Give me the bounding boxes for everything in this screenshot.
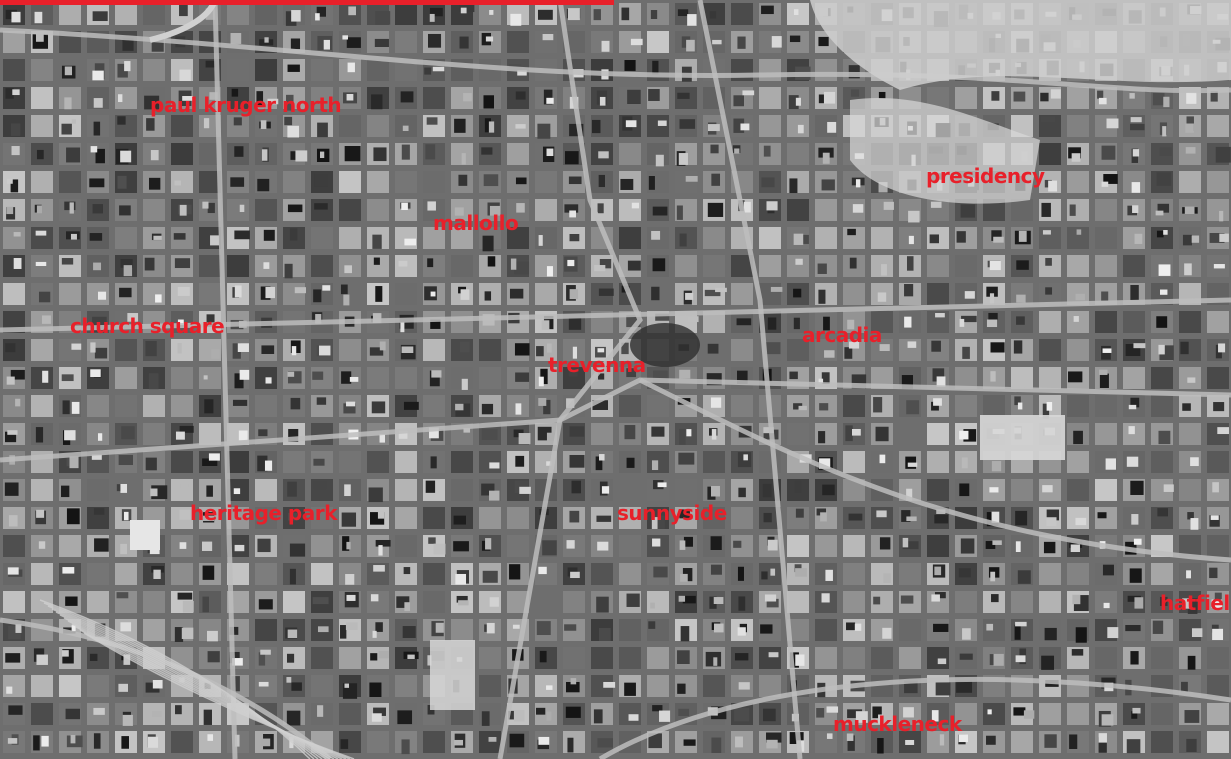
label-trevenna: trevenna xyxy=(548,353,646,377)
label-muckleneck: muckleneck xyxy=(833,712,962,736)
label-sunnyside: sunnyside xyxy=(617,501,727,525)
label-hatfield: hatfiel xyxy=(1160,591,1230,615)
label-church-square: church square xyxy=(70,314,225,338)
label-paul-kruger-north: paul kruger north xyxy=(150,93,342,117)
label-heritage-park: heritage park xyxy=(190,501,337,525)
label-mallollo: mallollo xyxy=(433,211,519,235)
label-arcadia: arcadia xyxy=(802,323,882,347)
label-presidency: presidency xyxy=(926,164,1045,188)
sunnyside-boundary-line xyxy=(0,0,614,5)
